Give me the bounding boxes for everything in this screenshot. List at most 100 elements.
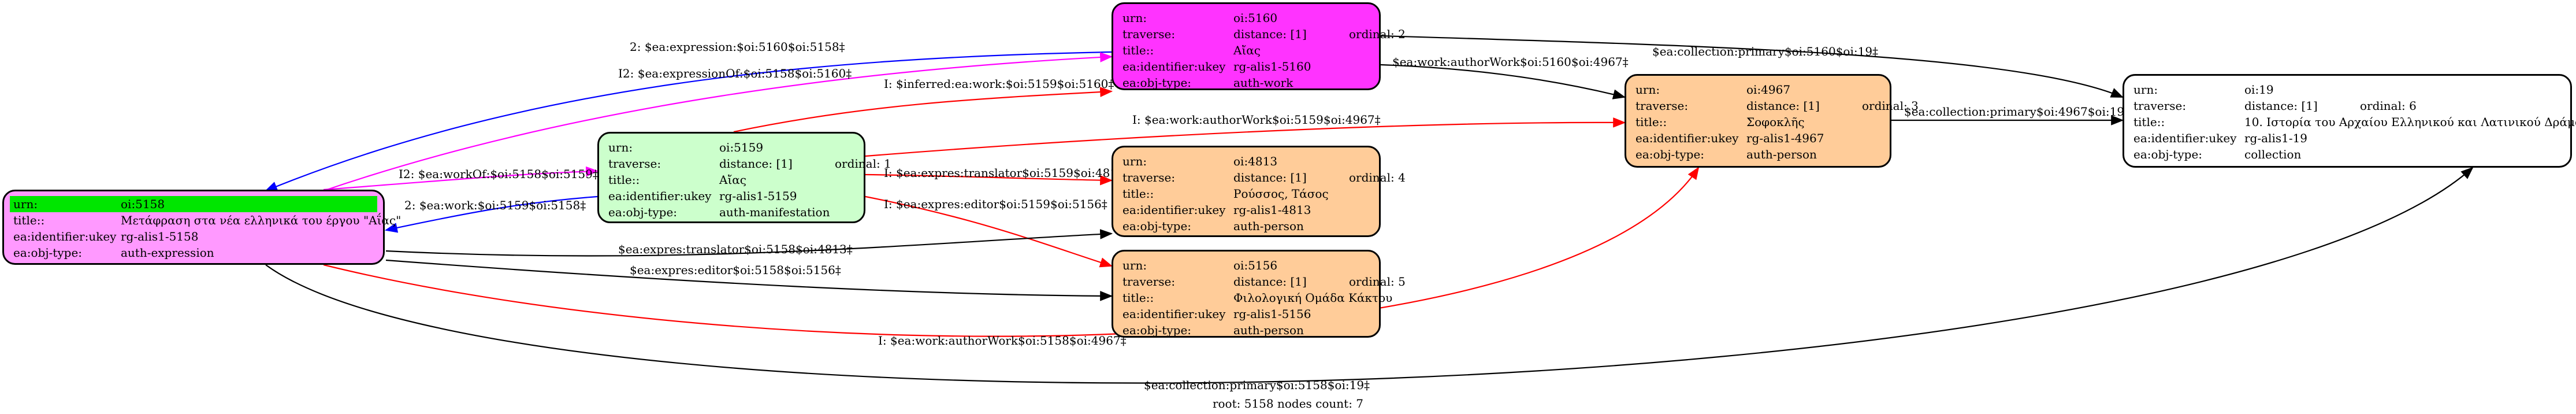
edge-2 [733,87,1113,133]
node-row: ea:obj-type: collection [2133,146,2561,162]
row-key: title:: [13,213,45,227]
node-row: ea:identifier:ukey rg-alis1-5156 [1122,306,1370,322]
row-value: rg-alis1-4813 [1233,203,1311,217]
row-key: title:: [608,173,640,187]
node-oi-4967[interactable]: urn:oi:4967 traverse:distance: [1]ordina… [1625,74,1919,168]
row-value: rg-alis1-5156 [1233,307,1311,321]
row-key: ea:identifier:ukey [13,230,117,243]
node-row: traverse:distance: [1]ordinal: 2 [1122,26,1406,42]
row-value: oi:5158 [121,197,165,211]
edge-label-2: I: $inferred:ea:work:$oi:5159$oi:5160‡ [884,77,1114,91]
edge-13 [323,167,1700,337]
node-row: title::Σοφοκλῆς [1635,114,1880,130]
edge-8 [384,195,598,233]
row-value: auth-expression [121,246,214,260]
row-value: oi:5159 [719,141,764,154]
row-value: rg-alis1-4967 [1746,131,1824,145]
node-row: ea:obj-type:auth-manifestation [608,204,854,220]
row-extra: ordinal: 2 [1349,27,1406,41]
node-row: ea:obj-type: auth-work [1122,75,1370,91]
row-value: distance: [1] [719,157,793,171]
row-key: urn: [13,197,38,211]
node-row: title::Μετάφραση στα νέα ελληνικά του έρ… [10,212,401,228]
graph-footer: root: 5158 nodes count: 7 [1212,397,1364,411]
edge-14 [265,167,2474,384]
node-oi-19[interactable]: urn:oi:19 traverse:distance: [1]ordinal:… [2122,74,2576,168]
node-row-highlighted: urn: oi:5158 [10,196,377,212]
edge-4 [1380,35,2124,98]
edge-9 [865,173,1113,186]
row-value: auth-work [1233,76,1293,90]
node-oi-5156[interactable]: urn:oi:5156 traverse:distance: [1]ordina… [1112,250,1406,338]
edge-label-0: 2: $ea:expression:$oi:5160$oi:5158‡ [630,40,845,54]
edge-label-14: $ea:collection:primary$oi:5158$oi:19‡ [1144,378,1370,392]
edge-label-4: $ea:collection:primary$oi:5160$oi:19‡ [1652,45,1878,58]
row-value: Αἴας [1233,43,1261,57]
edge-label-9: I: $ea:expres:translator$oi:5159$oi:4813… [884,166,1131,180]
edge-10 [865,195,1113,268]
row-value: collection [2244,147,2302,161]
row-extra: ordinal: 1 [835,157,891,171]
row-key: ea:obj-type: [13,246,83,260]
row-key: traverse: [608,157,661,171]
row-value: Ρούσσος, Τάσος [1233,187,1329,201]
edge-label-13: I: $ea:work:authorWork$oi:5158$oi:4967‡ [878,334,1127,348]
node-row: ea:obj-type: auth-expression [10,245,377,261]
row-value: Αἴας [719,173,746,187]
node-row: title::Φιλολογική Ομάδα Κάκτου [1122,290,1392,306]
node-row: traverse:distance: [1]ordinal: 4 [1122,169,1406,186]
row-key: urn: [1122,258,1147,272]
row-key: ea:obj-type: [1122,219,1192,233]
edge-label-7: I2: $ea:workOf:$oi:5158$oi:5159‡ [399,167,599,181]
row-key: title:: [1635,115,1667,129]
node-row: urn:oi:4967 [1635,82,1880,98]
row-key: title:: [1122,187,1154,201]
row-key: ea:identifier:ukey [1122,203,1226,217]
node-row: ea:identifier:ukey rg-alis1-4813 [1122,202,1370,218]
edge-11 [385,229,1113,257]
row-key: urn: [1635,83,1660,97]
edge-0 [264,51,1112,192]
row-key: title:: [2133,115,2165,129]
row-value: Φιλολογική Ομάδα Κάκτου [1233,291,1393,305]
edge-label-10: I: $ea:expres:editor$oi:5159$oi:5156‡ [884,197,1107,211]
edge-label-6: $ea:collection:primary$oi:4967$oi:19‡ [1904,105,2130,119]
node-row: urn: oi:5159 [608,139,854,156]
edge-label-11: $ea:expres:translator$oi:5158$oi:4813‡ [618,242,853,256]
row-value: Μετάφραση στα νέα ελληνικά του έργου "Αΐ… [121,213,402,227]
edge-label-8: 2: $ea:work:$oi:5159$oi:5158‡ [404,198,586,212]
node-row: urn:oi:19 [2133,82,2561,98]
node-row: ea:identifier:ukey rg-alis1-19 [2133,130,2561,146]
node-row: ea:obj-type:auth-person [1635,146,1880,162]
row-key: ea:obj-type: [1122,76,1192,90]
row-value: distance: [1] [1233,27,1307,41]
row-key: urn: [1122,11,1147,25]
row-key: ea:identifier:ukey [1122,307,1226,321]
row-value: rg-alis1-19 [2244,131,2308,145]
node-row: title::Αἴας [608,172,854,188]
row-value: oi:4813 [1233,154,1278,168]
node-oi-5159[interactable]: urn: oi:5159 traverse: distance: [1] ordina… [597,132,891,223]
node-oi-5158-root[interactable]: urn: oi:5158 title::Μετάφραση στα νέα ελλ… [2,190,401,265]
node-oi-5160[interactable]: urn:oi:5160 traverse:distance: [1]ordina… [1112,2,1406,91]
row-value: Σοφοκλῆς [1746,115,1805,129]
node-row: title::Ρούσσος, Τάσος [1122,186,1370,202]
row-value: auth-person [1233,219,1304,233]
row-key: ea:identifier:ukey [1122,60,1226,73]
node-row: traverse:distance: [1]ordinal: 6 [2133,98,2561,114]
row-key: urn: [608,141,633,154]
row-extra: ordinal: 6 [2360,99,2417,113]
row-key: ea:obj-type: [1635,147,1705,161]
row-extra: ordinal: 3 [1862,99,1919,113]
node-row: title::Αἴας [1122,42,1370,58]
row-key: ea:identifier:ukey [2133,131,2237,145]
row-key: ea:obj-type: [2133,147,2203,161]
row-value: distance: [1] [1233,275,1307,289]
row-value: distance: [1] [1746,99,1820,113]
edge-label-12: $ea:expres:editor$oi:5158$oi:5156‡ [630,263,841,277]
row-key: traverse: [2133,99,2187,113]
node-oi-4813[interactable]: urn:oi:4813 traverse:distance: [1]ordina… [1112,146,1406,237]
